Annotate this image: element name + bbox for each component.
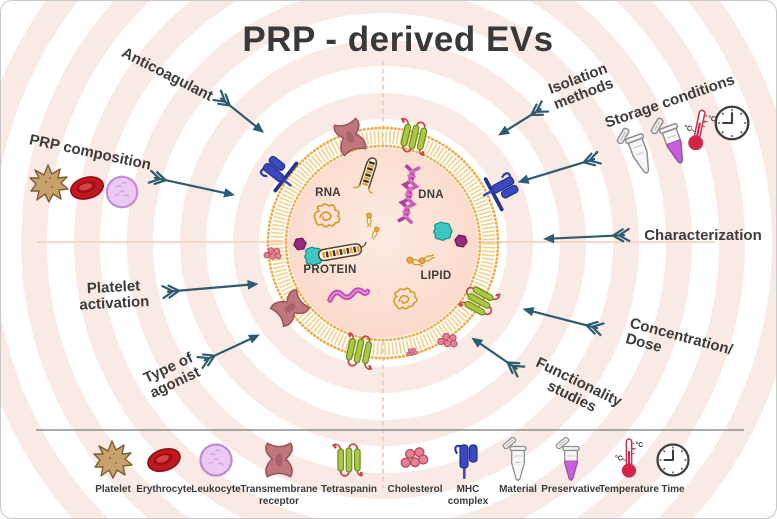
arrow-type-of-agonist — [196, 334, 260, 369]
legend-item-leukocyte: Leukocyte — [168, 437, 264, 496]
legend-item-cholesterol: Cholesterol — [367, 437, 463, 496]
legend-label: Cholesterol — [387, 484, 443, 495]
legend-label: Temperature — [599, 484, 659, 495]
vesicle-membrane — [266, 126, 500, 360]
arrow-anticoagulant — [212, 89, 265, 133]
arrow-prp-composition — [147, 169, 236, 198]
legend-label: Erythrocyte — [136, 484, 192, 495]
vesicle-lumen — [288, 148, 478, 338]
arrow-storage-conditions — [517, 150, 602, 184]
arrow-characterization — [543, 227, 631, 244]
arrow-functionality-studies — [471, 337, 526, 378]
arrow-isolation-methods — [498, 100, 550, 136]
label-dna: DNA — [418, 189, 444, 201]
legend-label: Preservative — [541, 484, 601, 495]
legend-label: Leukocyte — [191, 484, 241, 495]
label-rna: RNA — [315, 187, 341, 199]
arrow-platelet-activation — [161, 280, 259, 300]
page-title: PRP - derived EVs — [242, 20, 554, 59]
legend-item-material: Material — [470, 437, 566, 496]
vesicle — [255, 117, 523, 371]
legend-label: Time — [661, 484, 685, 495]
tetraspanin-icon — [332, 443, 364, 477]
time-clock-icon — [714, 105, 750, 141]
legend-item-tetraspanin: Tetraspanin — [301, 437, 397, 496]
label-characterization: Characterization — [644, 226, 762, 244]
legend-item-preservative: Preservative — [523, 437, 619, 496]
label-line: Characterization — [644, 226, 762, 244]
legend-label: Material — [499, 484, 537, 495]
legend-item-time: Time — [625, 437, 721, 496]
legend-item-temperature: Temperature — [581, 437, 677, 496]
legend-label: Tetraspanin — [321, 484, 377, 495]
arrow-concentration-dose — [522, 306, 605, 337]
time-clock-icon — [656, 443, 690, 477]
transmembrane-receptor-icon — [265, 442, 293, 478]
legend-item-platelet: Platelet — [65, 437, 161, 496]
label-protein: PROTEIN — [303, 264, 357, 276]
protein-blob-icon — [433, 221, 453, 241]
legend-label: Platelet — [95, 484, 131, 495]
leukocyte-icon — [105, 175, 139, 209]
label-platelet-activation: Platelet activation — [78, 277, 150, 314]
label-lipid: LIPID — [420, 270, 452, 282]
legend-item-erythrocyte: Erythrocyte — [116, 437, 212, 496]
